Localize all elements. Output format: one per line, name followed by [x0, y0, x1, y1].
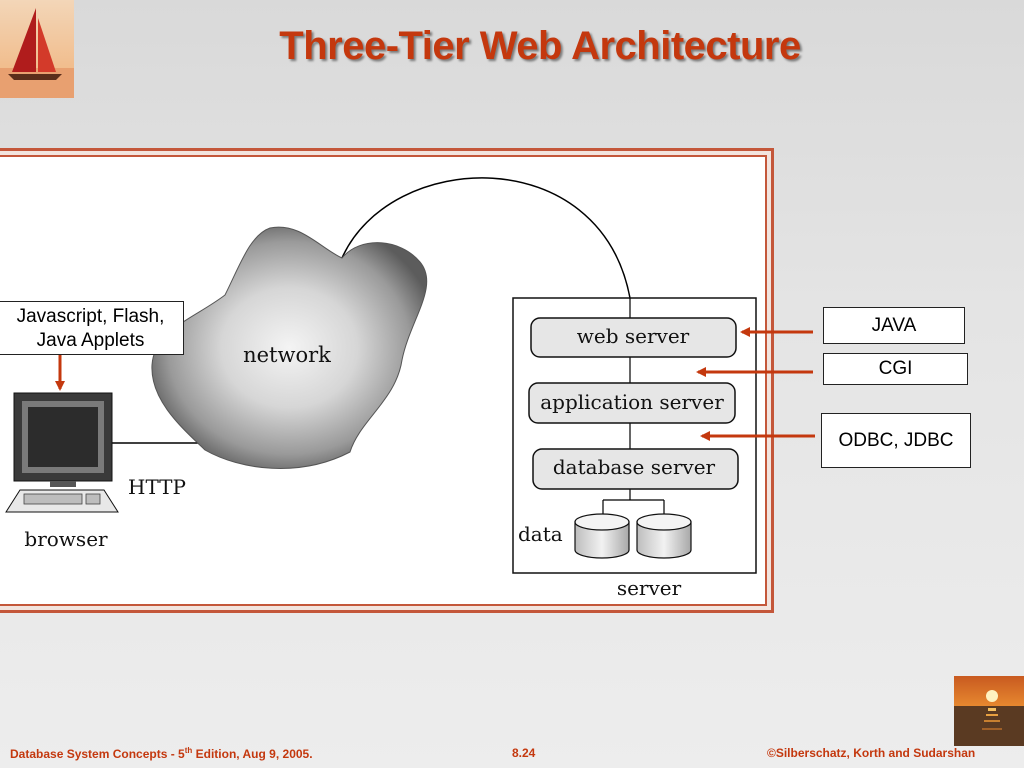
data-cylinder-icon — [574, 513, 630, 559]
footer-left-text-2: Edition, Aug 9, 2005. — [192, 747, 313, 761]
web-server-label: web server — [577, 324, 690, 348]
java-label: JAVA — [871, 315, 917, 336]
database-server-label: database server — [553, 455, 716, 479]
data-label: data — [518, 522, 563, 546]
http-label: HTTP — [128, 475, 186, 499]
database-server-box — [532, 448, 739, 490]
browser-computer-icon — [5, 392, 119, 513]
client-tech-line-1: Javascript, Flash, — [16, 306, 165, 327]
web-server-box — [530, 317, 737, 358]
java-box: JAVA — [823, 307, 965, 344]
sunset-logo-icon — [954, 676, 1024, 746]
footer-left-text: Database System Concepts - 5 — [10, 747, 185, 761]
sailboat-logo-icon — [0, 0, 74, 98]
footer-left-sup: th — [184, 746, 193, 755]
application-server-label: application server — [540, 390, 724, 414]
footer-left: Database System Concepts - 5th Edition, … — [10, 746, 313, 761]
cgi-box: CGI — [823, 353, 968, 385]
server-label: server — [617, 576, 682, 600]
browser-label: browser — [24, 527, 108, 551]
odbc-label: ODBC, JDBC — [838, 430, 954, 451]
slide-title: Three-Tier Web Architecture — [279, 24, 801, 68]
client-tech-box: Javascript, Flash, Java Applets — [0, 301, 184, 355]
odbc-box: ODBC, JDBC — [821, 413, 971, 468]
network-to-server-arc — [341, 177, 631, 299]
data-cylinder-icon — [636, 513, 692, 559]
cgi-label: CGI — [878, 358, 913, 379]
application-server-box — [528, 382, 736, 424]
network-label: network — [243, 343, 331, 367]
footer-copyright: ©Silberschatz, Korth and Sudarshan — [767, 746, 976, 760]
network-cloud — [151, 226, 428, 469]
footer-page-number: 8.24 — [512, 746, 536, 760]
client-tech-line-2: Java Applets — [36, 330, 145, 351]
